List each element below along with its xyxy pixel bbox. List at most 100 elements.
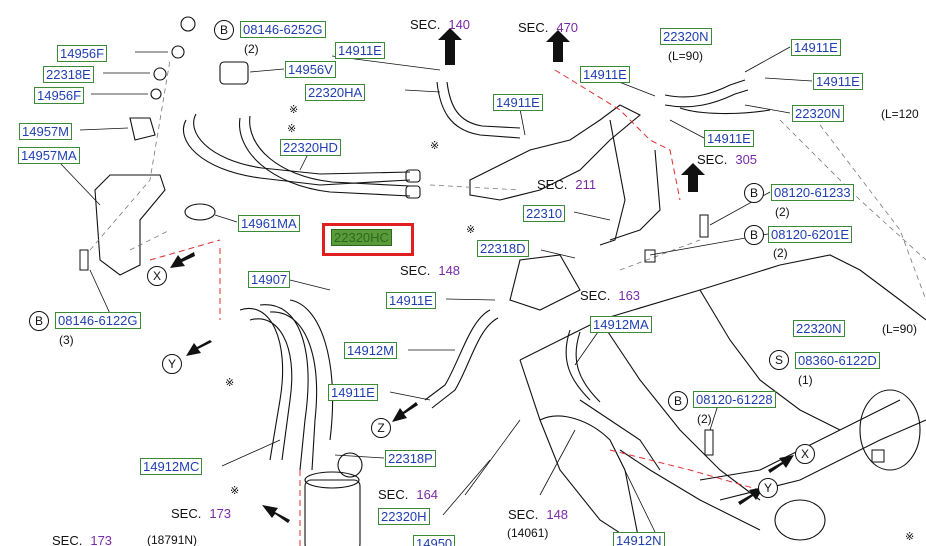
part-label-14912n[interactable]: 14912N xyxy=(613,532,665,546)
part-label-08146-6122g[interactable]: 08146-6122G xyxy=(55,312,141,329)
bolt-marker-b: B xyxy=(744,225,764,245)
view-marker-z[interactable]: Z xyxy=(371,418,391,438)
part-label-14911e-low[interactable]: 14911E xyxy=(328,384,378,401)
quantity-note: (2) xyxy=(244,42,259,56)
quantity-note: (2) xyxy=(773,246,788,260)
part-label-08120-61228[interactable]: 08120-61228 xyxy=(693,391,776,408)
direction-arrows xyxy=(170,28,794,523)
part-label-14911e-mid[interactable]: 14911E xyxy=(386,292,436,309)
part-label-08120-61233[interactable]: 08120-61233 xyxy=(771,184,854,201)
part-label-22320h[interactable]: 22320H xyxy=(378,508,430,525)
quantity-note: (1) xyxy=(798,373,813,387)
part-label-22320n-mid[interactable]: 22320N xyxy=(793,320,845,337)
part-label-22320n-top[interactable]: 22320N xyxy=(660,28,712,45)
valve-bracket xyxy=(469,104,641,201)
part-label-22320ha[interactable]: 22320HA xyxy=(305,84,366,101)
section-ref-163[interactable]: SEC.163 xyxy=(580,288,641,303)
section-ref-148-top[interactable]: SEC.148 xyxy=(400,263,461,278)
hose-14912mc xyxy=(239,307,284,461)
quantity-note: (2) xyxy=(697,412,712,426)
bolt-marker-b: B xyxy=(668,391,688,411)
screw-marker-s: S xyxy=(769,350,789,370)
hose-22320hd xyxy=(182,119,411,186)
section-ref-173[interactable]: SEC.173 xyxy=(171,506,232,521)
length-note: (L=90) xyxy=(882,322,918,336)
part-label-08146-6252g[interactable]: 08146-6252G xyxy=(240,21,326,38)
part-label-14957m[interactable]: 14957M xyxy=(19,123,72,140)
hose-22320n-top xyxy=(664,79,746,98)
part-label-22318e[interactable]: 22318E xyxy=(43,66,94,83)
part-label-22320hd[interactable]: 22320HD xyxy=(280,139,341,156)
arrow-y-left xyxy=(186,340,212,356)
hose-22320ha xyxy=(436,81,521,139)
hose-22320hc xyxy=(239,117,411,197)
length-note: (L=90) xyxy=(668,49,704,63)
part-label-14911e-tr3[interactable]: 14911E xyxy=(704,130,754,147)
part-label-14912ma[interactable]: 14912MA xyxy=(590,316,652,333)
part-label-22320hc-selected[interactable]: 22320HC xyxy=(331,229,392,246)
section-ref-305[interactable]: SEC.305 xyxy=(697,152,758,167)
part-label-08360-6122d[interactable]: 08360-6122D xyxy=(795,352,880,369)
part-label-14911e-tr2[interactable]: 14911E xyxy=(813,73,863,90)
part-label-08120-6201e[interactable]: 08120-6201E xyxy=(768,226,853,243)
leader-lines xyxy=(59,46,813,533)
view-marker-y-right[interactable]: Y xyxy=(758,478,778,498)
reference-mark-icon: ※ xyxy=(230,484,240,497)
section-ref-211[interactable]: SEC.211 xyxy=(537,177,597,192)
view-marker-y[interactable]: Y xyxy=(162,354,182,374)
part-label-14961ma[interactable]: 14961MA xyxy=(238,215,300,232)
bracket-14957 xyxy=(94,174,166,276)
arrow-x-left xyxy=(170,252,195,268)
bolt-marker-b: B xyxy=(744,183,764,203)
engine-block xyxy=(519,254,926,361)
arrow-sec-173 xyxy=(262,505,290,523)
section-ref-470[interactable]: SEC.470 xyxy=(518,20,579,35)
part-label-22320n-right[interactable]: 22320N xyxy=(792,105,844,122)
part-label-14911e-center[interactable]: 14911E xyxy=(493,94,543,111)
section-ref-140[interactable]: SEC.140 xyxy=(410,17,471,32)
arrow-x-right xyxy=(768,455,794,473)
section-ref-164[interactable]: SEC.164 xyxy=(378,487,439,502)
clamp-14961ma xyxy=(184,203,216,221)
reference-mark-icon: ※ xyxy=(905,530,915,543)
hose-14912m xyxy=(259,304,309,471)
selected-part-highlight xyxy=(322,223,414,256)
part-label-22310[interactable]: 22310 xyxy=(523,205,566,222)
quantity-note: (2) xyxy=(775,205,790,219)
quantity-note: (3) xyxy=(59,333,74,347)
bolt-marker-b: B xyxy=(214,20,234,40)
view-marker-x-right[interactable]: X xyxy=(795,444,815,464)
reference-dashed-lines xyxy=(149,69,761,546)
arrow-sec-305 xyxy=(681,163,705,192)
part-label-14950[interactable]: 14950 xyxy=(413,535,456,546)
reference-note: (14061) xyxy=(507,526,549,540)
view-marker-x[interactable]: X xyxy=(147,266,167,286)
section-ref-173-bottom[interactable]: SEC.173 xyxy=(52,533,113,546)
part-label-14957ma[interactable]: 14957MA xyxy=(18,147,80,164)
part-label-14911e-top[interactable]: 14911E xyxy=(335,42,385,59)
section-ref-148-bottom[interactable]: SEC.148 xyxy=(508,507,569,522)
part-label-22318p[interactable]: 22318P xyxy=(385,450,436,467)
part-label-14912mc[interactable]: 14912MC xyxy=(140,458,203,475)
arrow-sec-470 xyxy=(546,30,570,62)
reference-mark-icon: ※ xyxy=(289,103,299,116)
part-label-14911e-tm[interactable]: 14911E xyxy=(580,66,630,83)
part-label-14956f-2[interactable]: 14956F xyxy=(34,87,85,104)
reference-note: (18791N) xyxy=(147,533,198,546)
reference-mark-icon: ※ xyxy=(225,376,235,389)
reference-mark-icon: ※ xyxy=(466,223,476,236)
part-label-14912m[interactable]: 14912M xyxy=(344,342,397,359)
length-note: (L=120 xyxy=(881,107,919,121)
canister-14950 xyxy=(304,479,361,546)
part-label-14956v[interactable]: 14956V xyxy=(285,61,336,78)
part-label-14907[interactable]: 14907 xyxy=(248,271,291,288)
part-label-14956f[interactable]: 14956F xyxy=(57,45,108,62)
part-label-14911e-tr1[interactable]: 14911E xyxy=(791,39,841,56)
part-label-22318d[interactable]: 22318D xyxy=(477,240,529,257)
bolt-marker-b: B xyxy=(29,311,49,331)
arrow-z xyxy=(392,402,418,422)
connector-dashed-lines xyxy=(89,59,926,301)
arrow-y-right xyxy=(738,487,764,505)
